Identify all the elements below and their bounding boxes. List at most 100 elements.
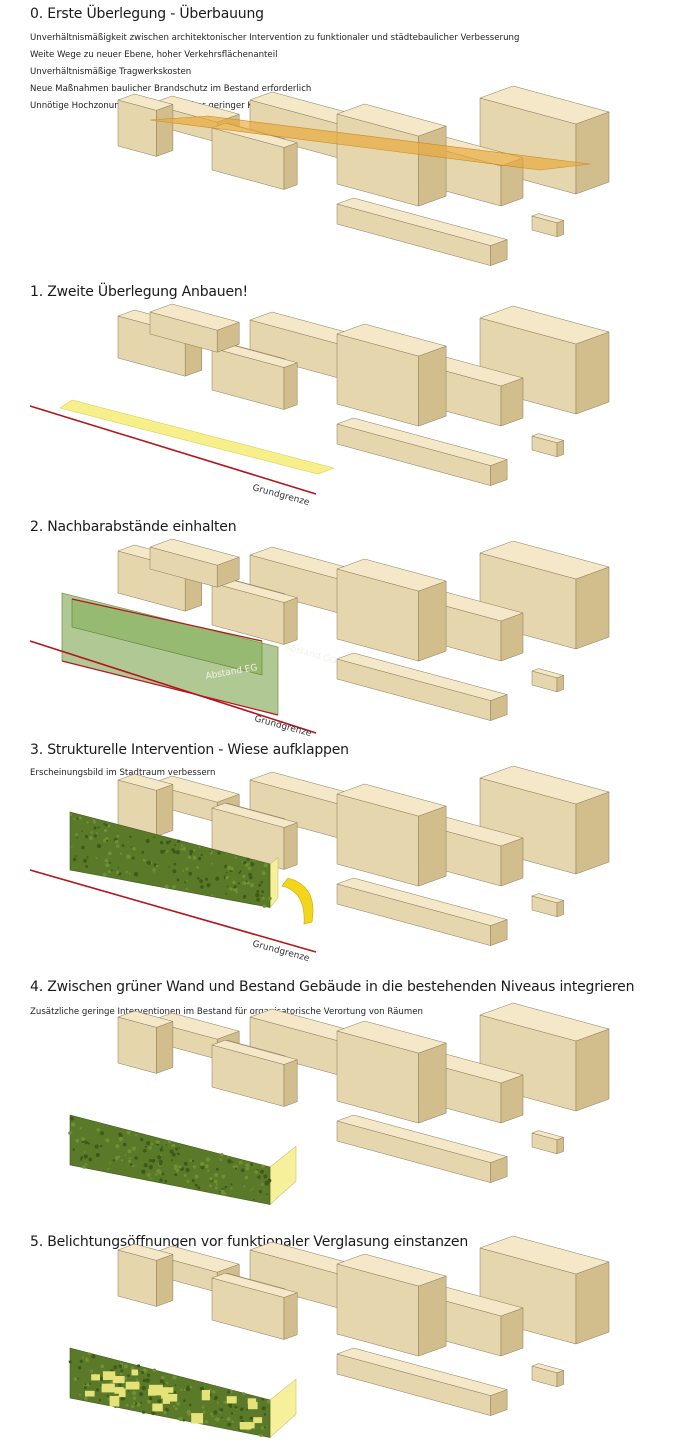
grass-texture [253,1199,255,1201]
grass-texture [186,1180,189,1183]
building-side-face [557,440,564,456]
grass-texture [84,1386,87,1389]
grass-texture [209,1177,212,1180]
grass-texture [216,1168,219,1171]
grass-texture [215,877,219,881]
step-title: 4. Zwischen grüner Wand und Bestand Gebä… [30,979,634,995]
building-side-face [419,126,447,206]
step-3: 3. Strukturelle Intervention - Wiese auf… [0,740,689,970]
grass-texture [195,1184,198,1187]
grass-texture [172,869,176,873]
grass-texture [152,868,155,871]
grass-texture [211,894,213,896]
step-2: 2. Nachbarabstände einhalten Abstand OG … [0,515,689,745]
grass-texture [76,1139,80,1143]
grass-texture [105,824,108,827]
grass-texture [89,1383,91,1385]
grass-texture [200,1162,204,1166]
grass-texture [192,1179,195,1182]
building-block [118,1244,173,1306]
grass-texture [165,885,169,889]
grass-texture [221,1175,225,1179]
grass-texture [98,827,100,829]
step-title: 1. Zweite Überlegung Anbauen! [30,284,248,300]
grass-texture [184,1389,186,1391]
grass-texture [262,1406,266,1410]
grass-texture [73,818,75,820]
grass-texture [261,890,264,893]
grass-texture [246,880,248,882]
grass-texture [136,1378,138,1380]
grass-texture [214,1180,218,1184]
grass-texture [253,859,255,861]
grass-texture [199,879,203,883]
grass-texture [151,1143,154,1146]
grass-texture [199,846,201,848]
grass-texture [247,858,250,861]
grass-texture [118,1364,122,1368]
grass-texture [183,1399,186,1402]
grass-texture [203,1411,206,1414]
grass-texture [235,1168,237,1170]
grass-texture [150,1177,152,1179]
building-block [532,669,564,692]
grass-texture [135,1134,137,1136]
building-side-face [284,1060,297,1107]
grass-texture [189,850,193,854]
grass-texture [133,1397,136,1400]
grass-texture [198,857,201,860]
grass-texture [71,846,73,848]
grass-texture [220,1153,223,1156]
grass-texture [188,856,191,859]
light-opening [114,1387,123,1394]
grass-texture [192,1160,194,1162]
grass-texture [171,1144,175,1148]
grass-texture [83,859,87,863]
light-opening [91,1374,100,1380]
grass-texture [105,859,109,863]
grass-texture [197,877,200,880]
building-block [337,1115,507,1183]
building-block [532,1131,564,1154]
grass-texture [79,1394,81,1396]
step-title: 2. Nachbarabstände einhalten [30,519,236,535]
grass-texture [96,1153,100,1157]
light-opening [113,1376,125,1383]
grass-texture [81,830,83,832]
grass-texture [217,851,220,854]
grass-texture [173,1405,175,1407]
grass-texture [193,856,197,860]
grass-texture [81,1137,85,1141]
building-block [337,324,446,426]
grass-texture [263,1175,267,1179]
building-side-face [501,1075,523,1123]
grass-texture [242,861,244,863]
grass-texture [149,1397,152,1400]
grass-texture [80,1360,83,1363]
grass-texture [144,1163,148,1167]
grass-texture [183,870,185,872]
grass-texture [200,885,204,889]
grass-texture [216,1183,218,1185]
grass-texture [161,1376,165,1380]
grass-texture [205,878,208,881]
grass-texture [120,1373,122,1375]
grass-texture [108,870,111,873]
grass-texture [267,1400,271,1404]
grass-texture [163,1383,165,1385]
grass-texture [248,867,251,870]
grass-texture [231,1161,233,1163]
grass-texture [262,897,265,900]
grass-texture [97,1128,100,1131]
grass-texture [219,1158,222,1161]
building-massing-diagram: Grundgrenze [0,790,689,970]
grass-texture [74,1377,78,1381]
grass-texture [93,819,95,821]
grass-texture [264,863,268,867]
grass-texture [186,1387,190,1391]
grass-texture [143,859,146,862]
grass-texture [227,886,229,888]
boundary-label: Grundgrenze [251,483,311,508]
grass-texture [129,1157,131,1159]
grass-texture [225,876,228,879]
